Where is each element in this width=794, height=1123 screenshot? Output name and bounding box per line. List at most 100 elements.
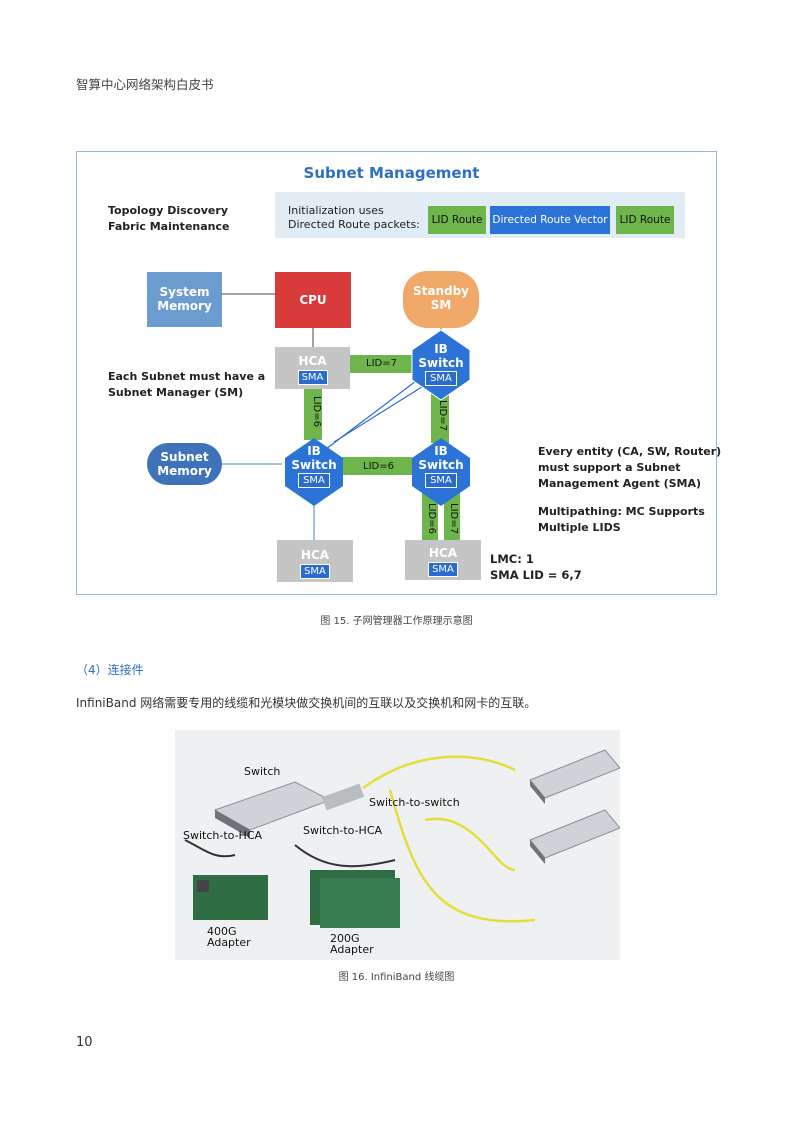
cpu-node: CPU — [275, 272, 351, 328]
link-label-bottom-right: LID=7 — [448, 503, 459, 534]
sma-tag: SMA — [425, 371, 457, 386]
multipath-line-2: Multiple LIDS — [538, 521, 621, 534]
link-hca-switch — [350, 355, 420, 373]
diagram-frame — [76, 151, 717, 595]
copper-cable-mid — [294, 844, 396, 868]
adapter-200g-card-2 — [320, 878, 400, 928]
hca-label: HCA — [300, 548, 330, 562]
sma-tag: SMA — [297, 370, 328, 385]
init-line-2: Directed Route packets: — [288, 218, 420, 231]
link-bottom-left — [422, 493, 438, 540]
init-line-1: Initialization uses — [288, 204, 384, 217]
left-note: Each Subnet must have a Subnet Manager (… — [108, 369, 265, 401]
link-label-bottom-left: LID=6 — [426, 503, 437, 534]
directed-route-box: Directed Route Vector — [490, 206, 610, 234]
cable-photo-art — [184, 749, 620, 928]
fiber-cable-2 — [388, 789, 536, 923]
page-number: 10 — [76, 1035, 93, 1050]
link-label-middle: LID=6 — [363, 461, 394, 472]
topology-line: Topology Discovery — [108, 204, 228, 217]
right-note: Every entity (CA, SW, Router) must suppo… — [538, 444, 721, 492]
sma-tag: SMA — [300, 564, 330, 579]
left-note-line-2: Subnet Manager (SM) — [108, 386, 244, 399]
system-memory-line-1: System — [159, 285, 210, 299]
label-switch-to-hca-left: Switch-to-HCA — [183, 829, 263, 842]
system-memory-node: System Memory — [147, 272, 222, 327]
ib-label-1: IB — [307, 444, 321, 458]
lid-route-box-2: LID Route — [616, 206, 674, 234]
ib-label-1: IB — [434, 342, 448, 356]
ib-label-2: Switch — [418, 458, 464, 472]
section-paragraph: InfiniBand 网络需要专用的线缆和光模块做交换机间的互联以及交换机和网卡… — [76, 696, 537, 710]
copper-cable-left — [184, 839, 236, 858]
link-bottom-right — [444, 493, 460, 540]
link-label-right-vertical: LID=7 — [437, 400, 448, 431]
switch-unit-top-right — [529, 749, 620, 799]
init-text: Initialization uses Directed Route packe… — [288, 204, 420, 232]
figure16-caption: 图 16. InfiniBand 线缆图 — [338, 972, 455, 983]
switch-unit-mid-right — [529, 809, 620, 859]
ib-switch-mid-right-shape — [412, 438, 470, 506]
right-note-line-1: Every entity (CA, SW, Router) — [538, 445, 722, 458]
multipath-line-1: Multipathing: MC Supports — [538, 505, 705, 518]
switch-unit-left-front — [215, 810, 250, 838]
section-heading: （4）连接件 — [76, 663, 144, 677]
label-adapter: Adapter — [207, 936, 251, 949]
ib-label-1: IB — [434, 444, 448, 458]
hca-bottom-left-node: HCA SMA — [277, 540, 353, 582]
ib-switch-mid-left: IB Switch SMA — [285, 444, 343, 488]
ib-switch-mid-left-shape — [285, 438, 343, 506]
figure15-caption: 图 15. 子网管理器工作原理示意图 — [320, 616, 473, 627]
switch-unit-top-right-front — [530, 780, 545, 804]
label-200g-adapter: 200G Adapter — [330, 933, 374, 955]
lmc-line-1: LMC: 1 — [490, 552, 534, 566]
adapter-400g-chip — [197, 880, 209, 892]
link-label-left-vertical: LID=6 — [311, 396, 322, 427]
multipath-note: Multipathing: MC Supports Multiple LIDS — [538, 504, 705, 536]
hca-label: HCA — [428, 546, 458, 560]
hca-top-label: HCA — [298, 354, 327, 368]
diagram-title: Subnet Management — [303, 164, 480, 182]
lmc-note: LMC: 1 SMA LID = 6,7 — [490, 551, 582, 583]
fabric-line: Fabric Maintenance — [108, 220, 230, 233]
switch-unit-mid-right-front — [530, 840, 545, 864]
label-switch-to-switch: Switch-to-switch — [369, 796, 460, 809]
cross-line-1 — [333, 384, 426, 443]
standby-sm-node: Standby SM — [403, 271, 479, 328]
subnet-memory-line-1: Subnet — [160, 450, 209, 464]
ib-label-2: Switch — [418, 356, 464, 370]
label-adapter: Adapter — [330, 943, 374, 956]
sma-tag: SMA — [298, 473, 330, 488]
link-left-vertical — [304, 382, 322, 440]
link-middle-horizontal — [340, 457, 412, 475]
standby-line-1: Standby — [412, 284, 470, 298]
transceiver — [321, 783, 365, 811]
label-400g: 400G — [207, 925, 237, 938]
cross-line-2 — [321, 377, 421, 453]
subnet-memory-line-2: Memory — [157, 464, 212, 478]
sma-tag: SMA — [425, 473, 457, 488]
label-400g-adapter: 400G Adapter — [207, 926, 251, 948]
system-memory-line-2: Memory — [157, 299, 212, 313]
standby-line-2: SM — [430, 298, 452, 312]
lmc-line-2: SMA LID = 6,7 — [490, 568, 582, 582]
label-200g: 200G — [330, 932, 360, 945]
ib-switch-top-right: IB Switch SMA — [412, 342, 470, 386]
ib-switch-mid-right: IB Switch SMA — [412, 444, 470, 488]
fiber-cable-3 — [424, 817, 516, 872]
link-label-hca-switch: LID=7 — [366, 358, 397, 369]
lid-route-box-1: LID Route — [428, 206, 486, 234]
hca-bottom-right-node: HCA SMA — [405, 540, 481, 580]
label-switch-to-hca-mid: Switch-to-HCA — [303, 824, 383, 837]
link-right-vertical — [431, 393, 449, 443]
left-note-line-1: Each Subnet must have a — [108, 370, 266, 383]
right-note-line-3: Management Agent (SMA) — [538, 477, 702, 490]
label-switch: Switch — [244, 765, 281, 778]
subnet-memory-node: Subnet Memory — [147, 443, 222, 485]
topology-text: Topology Discovery Fabric Maintenance — [108, 203, 229, 235]
hca-top-node: HCA SMA — [275, 347, 350, 389]
ib-label-2: Switch — [291, 458, 337, 472]
right-note-line-2: must support a Subnet — [538, 461, 681, 474]
sma-tag: SMA — [428, 562, 458, 577]
header-title: 智算中心网络架构白皮书 — [76, 77, 214, 92]
